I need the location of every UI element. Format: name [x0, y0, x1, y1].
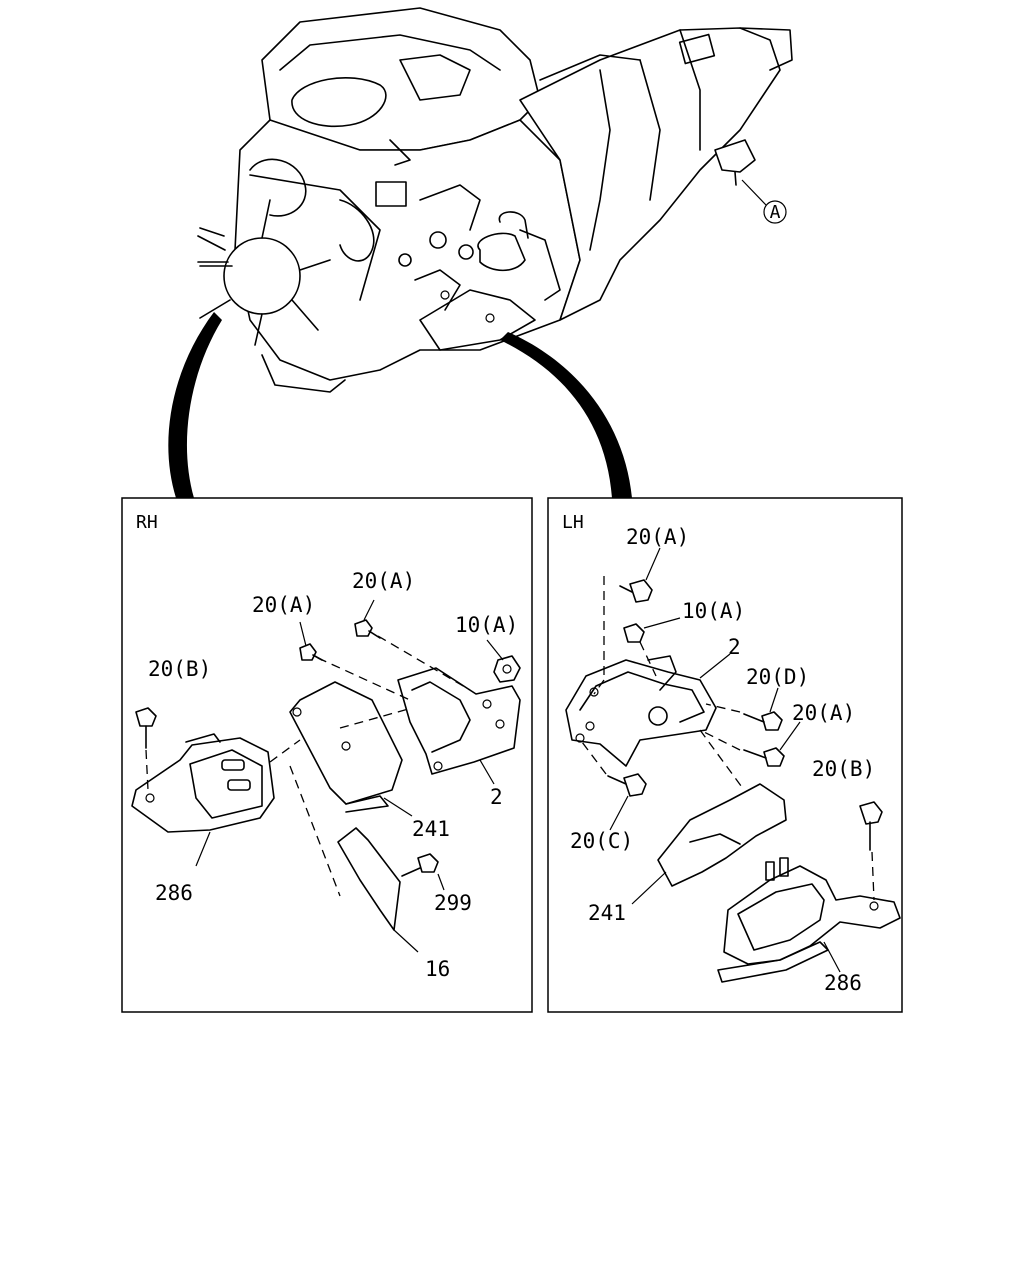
- rh-label-20b: 20(B): [148, 657, 211, 681]
- lh-label-286: 286: [824, 971, 862, 995]
- rh-label-20a-right: 20(A): [352, 569, 415, 593]
- rh-label-299: 299: [434, 891, 472, 915]
- rh-panel: RH: [121, 497, 533, 1013]
- engine-transmission-assembly: A: [197, 7, 793, 393]
- lh-label-20a-top: 20(A): [626, 525, 689, 549]
- rh-label-2: 2: [490, 785, 503, 809]
- lh-label-20a-right: 20(A): [792, 701, 855, 725]
- lh-header: LH: [562, 512, 584, 533]
- callout-arrows: [168, 312, 632, 498]
- lh-label-20d: 20(D): [746, 665, 809, 689]
- rh-label-10a: 10(A): [455, 613, 518, 637]
- fan-icon: [197, 199, 331, 346]
- rh-label-16: 16: [425, 957, 450, 981]
- ref-marker-a: A: [770, 202, 781, 223]
- lh-label-2: 2: [728, 635, 741, 659]
- rh-label-241: 241: [412, 817, 450, 841]
- rh-label-286: 286: [155, 881, 193, 905]
- lh-label-10a: 10(A): [682, 599, 745, 623]
- rh-header: RH: [136, 512, 158, 533]
- lh-label-20b: 20(B): [812, 757, 875, 781]
- rh-label-20a-left: 20(A): [252, 593, 315, 617]
- lh-panel: LH: [547, 497, 903, 1013]
- lh-label-20c: 20(C): [570, 829, 633, 853]
- lh-label-241: 241: [588, 901, 626, 925]
